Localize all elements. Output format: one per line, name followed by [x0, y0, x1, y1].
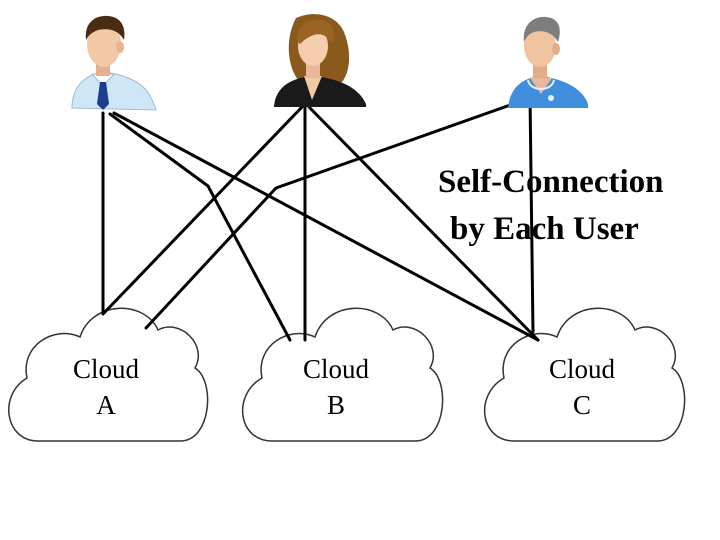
connection-lines — [101, 91, 546, 342]
connection-user3-cloud-a — [144, 91, 546, 330]
cloud-b-label-line2: B — [327, 390, 345, 420]
cloud-c-shape — [483, 307, 686, 442]
cloud-a-shape — [8, 307, 209, 442]
connection-user3-cloud-c — [528, 94, 535, 334]
connection-user2-cloud-c — [307, 105, 540, 342]
connection-user1-cloud-c — [112, 111, 540, 342]
businesswoman-icon — [274, 14, 366, 107]
connection-user2-cloud-a — [101, 105, 304, 316]
cloud-b-shape — [241, 307, 444, 442]
title-line-1: Self-Connection — [438, 164, 664, 200]
businessman-shirt — [71, 71, 157, 111]
cloud-a-label-line1: Cloud — [73, 354, 140, 384]
cloud-a-label-line2: A — [96, 390, 116, 420]
businessman-tie — [97, 82, 109, 110]
cloud-c: Cloud C — [483, 307, 686, 442]
businessman-icon — [71, 15, 157, 111]
cloud-c-label-line2: C — [573, 390, 591, 420]
businesswoman-suit — [274, 76, 366, 107]
cloud-a: Cloud A — [8, 307, 209, 442]
connection-user1-cloud-b — [108, 112, 292, 342]
title-line-2: by Each User — [450, 211, 639, 247]
doctor-icon — [508, 16, 588, 108]
cloud-b: Cloud B — [241, 307, 444, 442]
cloud-c-label-line1: Cloud — [549, 354, 616, 384]
stethoscope-icon — [527, 79, 555, 90]
cloud-b-label-line1: Cloud — [303, 354, 370, 384]
doctor-scrubs — [508, 76, 588, 108]
